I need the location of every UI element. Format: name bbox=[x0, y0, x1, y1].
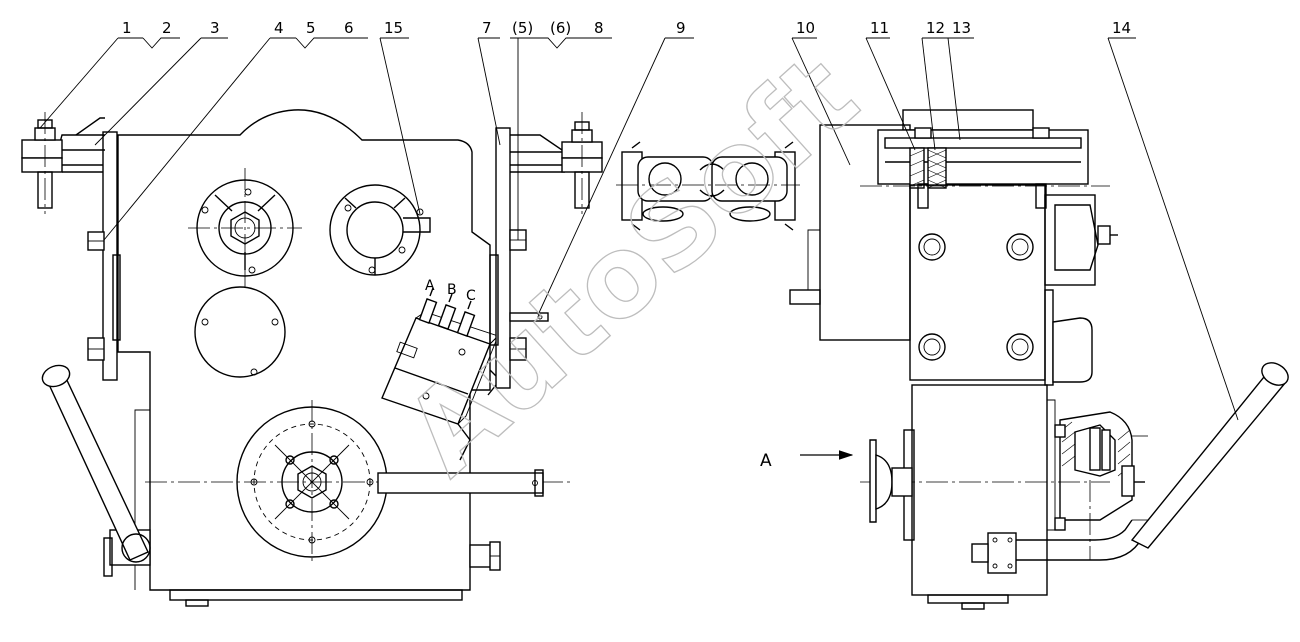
hydraulic-pipe bbox=[971, 519, 1143, 574]
callout-13: 13 bbox=[952, 19, 971, 37]
cardan-shaft bbox=[616, 141, 800, 231]
housing-foot bbox=[169, 589, 463, 601]
bolt-4 bbox=[87, 231, 105, 251]
callout-12: 12 bbox=[926, 19, 945, 37]
pin-9 bbox=[509, 312, 549, 322]
front-view bbox=[21, 109, 603, 607]
input-flange bbox=[869, 439, 913, 523]
port-label-b: B bbox=[447, 282, 457, 298]
callout-4: 4 bbox=[274, 19, 284, 37]
callout-5-ref: (5) bbox=[512, 19, 533, 37]
port-label-c: C bbox=[466, 288, 476, 304]
gearbox-housing bbox=[117, 109, 491, 591]
round-cover bbox=[194, 286, 286, 378]
callout-11: 11 bbox=[870, 19, 889, 37]
valve-port-c bbox=[456, 300, 476, 337]
side-view: A bbox=[616, 109, 1289, 610]
callout-14: 14 bbox=[1112, 19, 1131, 37]
bearing-cover-upper bbox=[329, 184, 431, 276]
lever-left bbox=[41, 364, 151, 563]
lower-body bbox=[860, 384, 1148, 610]
output-shaft bbox=[377, 469, 544, 497]
drain-plug-right bbox=[469, 541, 501, 571]
middle-block bbox=[909, 184, 1118, 386]
top-cap bbox=[860, 109, 1110, 209]
output-flange bbox=[145, 400, 570, 562]
view-marker-label: A bbox=[760, 451, 772, 471]
left-mounting-plate bbox=[102, 131, 118, 381]
callout-9: 9 bbox=[676, 19, 686, 37]
right-bracket bbox=[510, 112, 603, 214]
callout-3: 3 bbox=[210, 19, 220, 37]
leader-lines bbox=[39, 37, 1239, 421]
callout-7: 7 bbox=[482, 19, 492, 37]
valve-port-a bbox=[418, 287, 438, 324]
callout-6-ref: (6) bbox=[550, 19, 571, 37]
callout-10: 10 bbox=[796, 19, 815, 37]
watermark: AutoSoft bbox=[381, 31, 882, 500]
callout-1: 1 bbox=[122, 19, 132, 37]
callout-2: 2 bbox=[162, 19, 172, 37]
bolt-right-lower bbox=[509, 337, 527, 361]
right-mounting-plate bbox=[495, 127, 511, 389]
callout-6: 6 bbox=[344, 19, 354, 37]
callout-15: 15 bbox=[384, 19, 403, 37]
bolt-left-lower bbox=[87, 337, 105, 361]
callout-5: 5 bbox=[306, 19, 316, 37]
callouts: 1 2 3 4 5 6 15 7 (5) (6) 8 9 10 11 12 13… bbox=[39, 19, 1239, 421]
hydraulic-valve bbox=[381, 287, 501, 461]
valve-port-b bbox=[437, 293, 457, 330]
spline-shaft-upper bbox=[188, 168, 302, 288]
callout-8: 8 bbox=[594, 19, 604, 37]
lever-right bbox=[1130, 362, 1289, 549]
left-bracket bbox=[21, 112, 105, 214]
view-arrow: A bbox=[760, 450, 854, 471]
port-label-a: A bbox=[425, 278, 435, 294]
